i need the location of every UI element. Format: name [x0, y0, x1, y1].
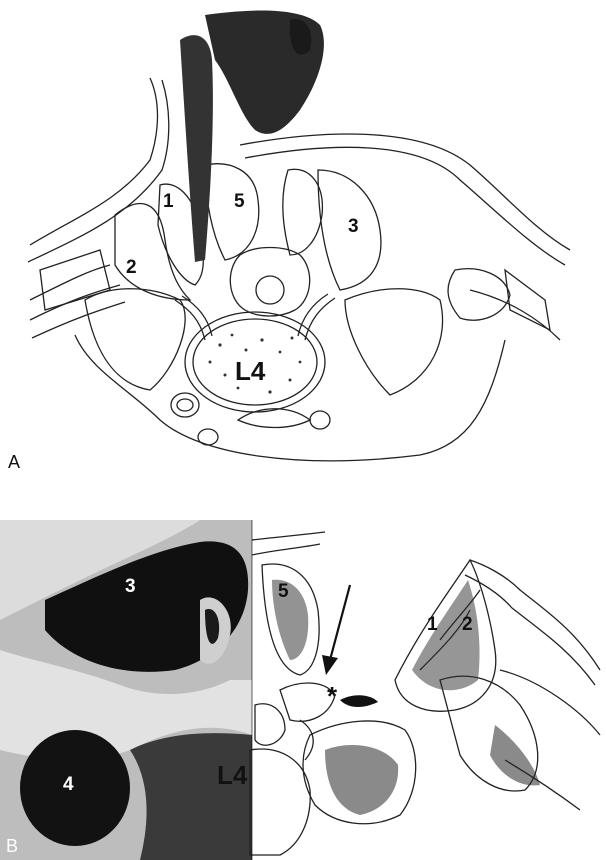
asterisk-marker: * [327, 683, 337, 709]
mri-label-l4: L4 [217, 762, 247, 788]
panel-b-figure [0, 520, 606, 860]
mri-label-3: 3 [125, 577, 136, 596]
label-muscle-3: 3 [348, 217, 359, 236]
label-muscle-2: 2 [126, 258, 137, 277]
label-muscle-1: 1 [163, 192, 174, 211]
mri-muscle-4 [20, 730, 130, 846]
anatomy-drawing-b [250, 532, 600, 855]
panel-letter-b: B [6, 836, 18, 857]
muscle-5 [205, 164, 259, 260]
panel-a: 1 2 5 3 L4 A [0, 0, 606, 480]
arrow-indicator [322, 585, 350, 675]
vessel-dark-band [180, 35, 213, 262]
mri-label-4: 4 [63, 775, 74, 794]
drawing-label-1: 1 [427, 615, 438, 634]
mri-image [0, 520, 252, 860]
panel-a-drawing [0, 0, 606, 480]
label-vertebra-l4: L4 [235, 358, 265, 384]
label-muscle-5: 5 [234, 192, 245, 211]
panel-b: 3 4 L4 5 1 2 * B [0, 520, 606, 860]
panel-letter-a: A [8, 452, 20, 473]
drawing-label-5: 5 [278, 582, 289, 601]
muscle-2 [115, 204, 190, 300]
drawing-label-2: 2 [462, 615, 473, 634]
